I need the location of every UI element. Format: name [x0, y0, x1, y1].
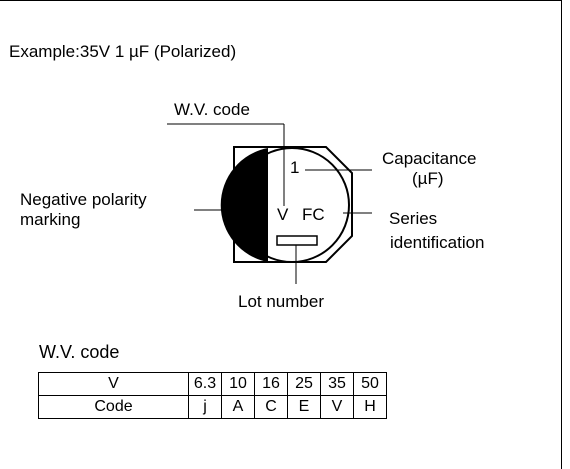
table-cell: C: [254, 395, 288, 419]
negative-polarity-band: [220, 148, 268, 262]
capacitor-body: [234, 147, 350, 263]
series-label: Series: [389, 209, 438, 228]
capacitance-mark: 1: [290, 158, 300, 177]
lot-number-box: [276, 235, 318, 246]
table-cell: E: [287, 395, 321, 419]
example-caption: Example:35V 1 µF (Polarized): [9, 42, 237, 61]
code-table-title: W.V. code: [39, 342, 120, 362]
table-cell: 6.3: [188, 372, 222, 396]
table-cell: H: [353, 395, 387, 419]
table-cell: A: [221, 395, 255, 419]
table-cell: j: [188, 395, 222, 419]
series-code-mark: FC: [302, 205, 325, 224]
table-row: Code j A C E V H: [38, 395, 387, 419]
row-header: V: [38, 372, 189, 396]
table-cell: V: [320, 395, 354, 419]
wv-code-table: V 6.3 10 16 25 35 50 Code j A C E V H: [38, 372, 387, 419]
table-cell: 16: [254, 372, 288, 396]
wv-code-label: W.V. code: [174, 100, 250, 119]
capacitance-label: Capacitance: [382, 149, 477, 168]
series-label-2: identification: [390, 233, 485, 252]
table-row: V 6.3 10 16 25 35 50: [38, 372, 387, 396]
capacitance-unit-label: (µF): [412, 169, 444, 188]
lot-number-label: Lot number: [238, 292, 324, 311]
table-cell: 50: [353, 372, 387, 396]
table-cell: 10: [221, 372, 255, 396]
row-header: Code: [38, 395, 189, 419]
negative-polarity-label: Negative polarity: [20, 190, 147, 209]
negative-polarity-label-2: marking: [20, 210, 81, 229]
voltage-code-mark: V: [277, 205, 289, 224]
table-cell: 35: [320, 372, 354, 396]
table-cell: 25: [287, 372, 321, 396]
